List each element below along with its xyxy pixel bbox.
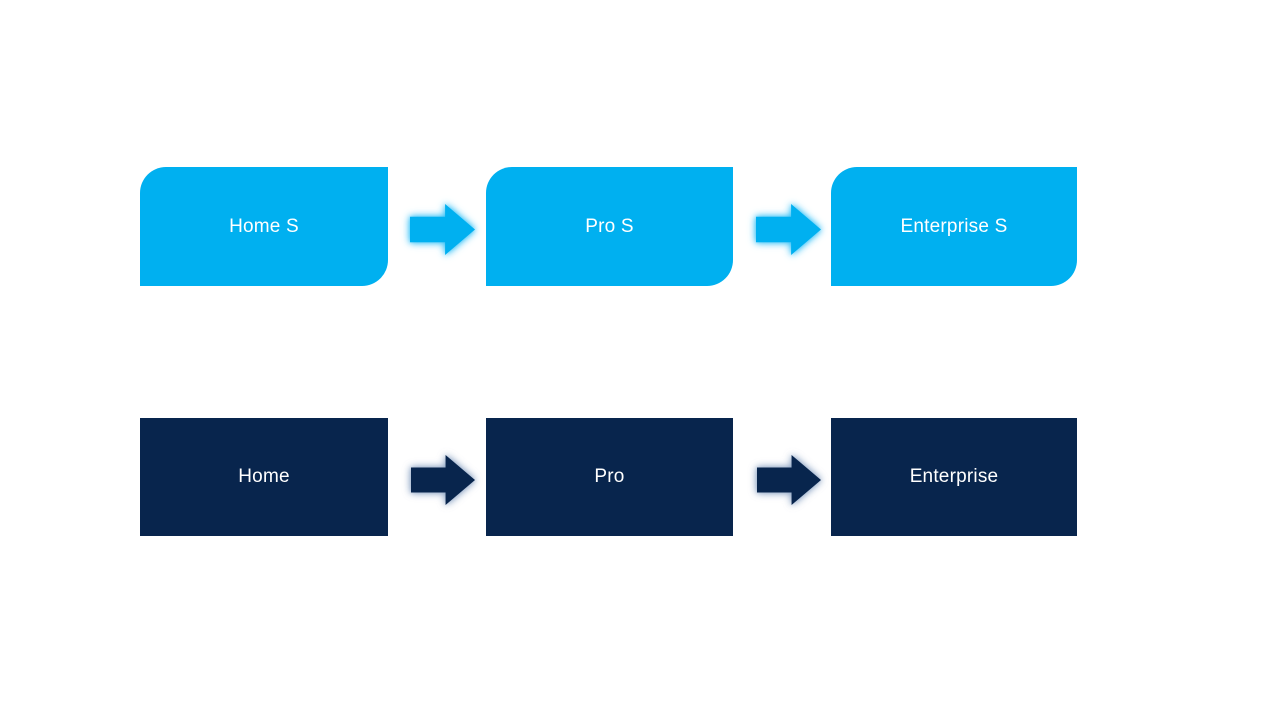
- stage-box-label: Enterprise: [909, 466, 999, 487]
- down-arrow-shape: [932, 318, 975, 382]
- right-arrow-icon: [410, 204, 475, 255]
- down-arrow-icon: [583, 318, 626, 382]
- stage-box-label: Pro: [594, 466, 625, 487]
- stage-box-home-s: Home S: [140, 167, 388, 286]
- right-arrow-shape: [410, 204, 475, 255]
- right-arrow-shape: [411, 455, 475, 505]
- stage-box-enterprise: Enterprise: [831, 418, 1077, 536]
- down-arrow-icon: [932, 318, 975, 382]
- right-arrow-icon: [757, 455, 821, 505]
- stage-box-enterprise-s: Enterprise S: [831, 167, 1077, 286]
- right-arrow-shape: [756, 204, 821, 255]
- stage-box-home: Home: [140, 418, 388, 536]
- right-arrow-shape: [757, 455, 821, 505]
- stage-box-label: Pro S: [585, 215, 634, 237]
- down-arrow-shape: [235, 318, 279, 382]
- stage-box-label: Enterprise S: [900, 215, 1008, 237]
- stage-box-pro: Pro: [486, 418, 733, 536]
- stage-box-label: Home S: [229, 215, 299, 237]
- down-arrow-shape: [583, 318, 626, 382]
- stage-box-pro-s: Pro S: [486, 167, 733, 286]
- right-arrow-icon: [756, 204, 821, 255]
- down-arrow-icon: [235, 318, 279, 382]
- right-arrow-icon: [411, 455, 475, 505]
- stage-box-label: Home: [238, 466, 290, 487]
